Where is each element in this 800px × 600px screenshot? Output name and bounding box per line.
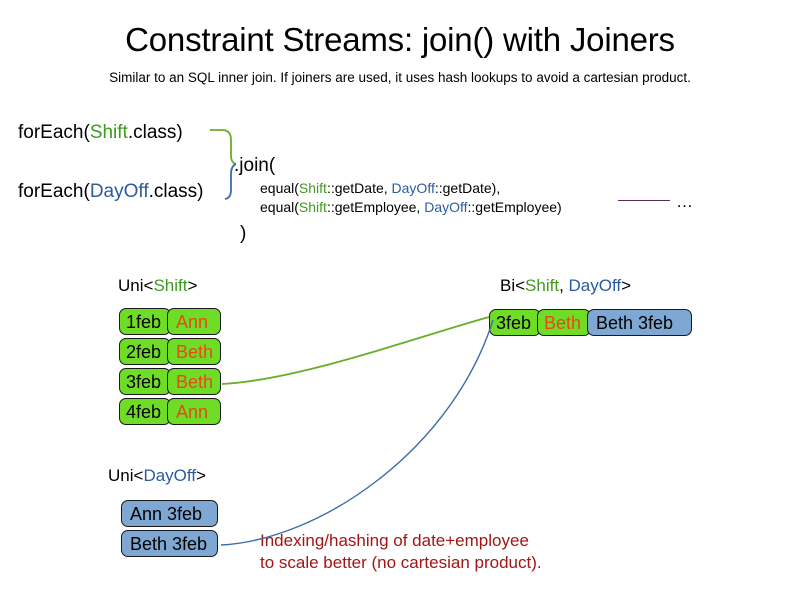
bi-tuple-row: 3feb Beth Beth 3feb — [489, 309, 692, 336]
label-uni-dayoff-type: DayOff — [143, 466, 197, 485]
joiner-0-right-type: DayOff — [391, 180, 435, 196]
joiner-0-left-ref: ::getDate, — [326, 180, 392, 196]
label-bi-suffix: > — [621, 276, 632, 295]
label-uni-shift: Uni<Shift> — [118, 275, 197, 297]
continuation-rule — [618, 200, 670, 201]
page-subtitle: Similar to an SQL inner join. If joiners… — [109, 70, 691, 85]
shift-date-cell: 4feb — [119, 398, 171, 425]
label-bi-shift-dayoff: Bi<Shift, DayOff> — [500, 275, 631, 297]
dayoff-tuple-row: Beth 3feb — [121, 530, 218, 557]
label-uni-dayoff-prefix: Uni< — [108, 466, 144, 485]
shift-date-cell: 2feb — [119, 338, 171, 365]
shift-employee-cell: Beth — [167, 338, 221, 365]
dayoff-pair-cell: Ann 3feb — [121, 500, 218, 527]
label-uni-shift-suffix: > — [187, 276, 198, 295]
shift-tuple-row: 1feb Ann — [119, 308, 221, 335]
shift-employee-cell: Ann — [167, 308, 221, 335]
label-uni-dayoff: Uni<DayOff> — [108, 465, 206, 487]
code-joiner-equal-date: equal(Shift::getDate, DayOff::getDate), — [260, 179, 500, 197]
shift-tuple-row: 3feb Beth — [119, 368, 221, 395]
shift-tuple-row: 4feb Ann — [119, 398, 221, 425]
brace-shift-to-join — [210, 129, 237, 165]
joiner-0-prefix: equal( — [260, 180, 299, 196]
joiner-1-right-ref: ::getEmployee) — [467, 199, 562, 215]
shift-date-cell: 1feb — [119, 308, 171, 335]
uni-shift-tuple-list: 1feb Ann 2feb Beth 3feb Beth 4feb Ann — [119, 308, 221, 428]
label-bi-separator: , — [559, 276, 569, 295]
label-bi-type-b: DayOff — [568, 276, 622, 295]
code-foreach-shift-prefix: forEach( — [18, 122, 90, 143]
caption-line-2: to scale better (no cartesian product). — [260, 553, 542, 572]
code-foreach-shift: forEach(Shift.class) — [18, 121, 183, 145]
joiner-1-prefix: equal( — [260, 199, 299, 215]
code-foreach-shift-suffix: .class) — [127, 122, 183, 143]
code-join-open: .join( — [234, 155, 276, 176]
dayoff-tuple-row: Ann 3feb — [121, 500, 218, 527]
link-shift-to-bi — [221, 316, 490, 385]
bi-shift-date-cell: 3feb — [489, 309, 541, 336]
label-uni-dayoff-suffix: > — [196, 466, 206, 485]
caption-line-1: Indexing/hashing of date+employee — [260, 531, 529, 550]
label-uni-shift-prefix: Uni< — [118, 276, 154, 295]
bi-shift-employee-cell: Beth — [537, 309, 591, 336]
joiner-1-right-type: DayOff — [424, 199, 468, 215]
continuation-ellipsis: … — [676, 192, 694, 211]
explanatory-caption: Indexing/hashing of date+employee to sca… — [260, 530, 542, 574]
code-join-close: ) — [240, 223, 247, 244]
dayoff-pair-cell: Beth 3feb — [121, 530, 218, 557]
label-bi-type-a: Shift — [525, 276, 560, 295]
label-bi-prefix: Bi< — [500, 276, 526, 295]
joiner-0-right-ref: ::getDate), — [434, 180, 501, 196]
shift-employee-cell: Ann — [167, 398, 221, 425]
joiner-1-left-type: Shift — [298, 199, 327, 215]
code-foreach-dayoff-prefix: forEach( — [18, 181, 90, 202]
bi-dayoff-pair-cell: Beth 3feb — [587, 309, 692, 336]
joiner-0-left-type: Shift — [298, 180, 327, 196]
uni-dayoff-tuple-list: Ann 3feb Beth 3feb — [121, 500, 218, 560]
code-foreach-dayoff-type: DayOff — [89, 181, 149, 202]
shift-employee-cell: Beth — [167, 368, 221, 395]
code-foreach-dayoff: forEach(DayOff.class) — [18, 180, 204, 204]
code-foreach-dayoff-suffix: .class) — [148, 181, 204, 202]
code-foreach-shift-type: Shift — [89, 122, 128, 143]
shift-tuple-row: 2feb Beth — [119, 338, 221, 365]
label-uni-shift-type: Shift — [153, 276, 188, 295]
code-joiner-equal-employee: equal(Shift::getEmployee, DayOff::getEmp… — [260, 198, 562, 216]
link-dayoff-to-bi — [220, 319, 494, 546]
shift-date-cell: 3feb — [119, 368, 171, 395]
joiner-1-left-ref: ::getEmployee, — [326, 199, 425, 215]
page-title: Constraint Streams: join() with Joiners — [125, 21, 675, 58]
